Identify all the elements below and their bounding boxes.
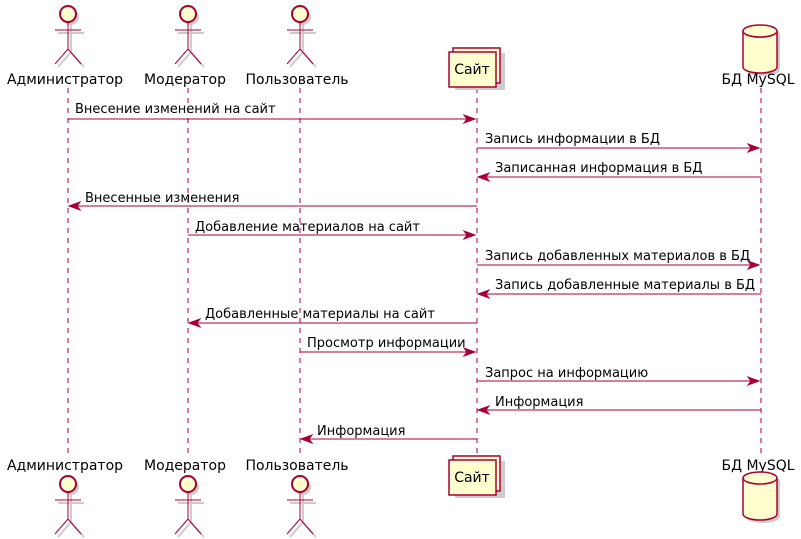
message-3-label: Записанная информация в БД [495, 161, 702, 176]
participant-site-top: Сайт [448, 47, 505, 90]
message-4: Внесенные изменения [67, 191, 477, 212]
message-4-label: Внесенные изменения [85, 191, 239, 206]
message-12-label: Информация [317, 424, 405, 439]
message-1-label: Внесение изменений на сайт [75, 102, 276, 117]
actor-admin-top [54, 5, 85, 68]
actor-admin-bottom [54, 475, 85, 538]
participant-db-label-top: БД MySQL [721, 72, 794, 88]
participant-moderator-label-bottom: Модератор [144, 458, 226, 474]
message-11-label: Информация [495, 395, 583, 410]
message-12: Информация [299, 424, 477, 445]
participant-user-label-bottom: Пользователь [245, 458, 348, 474]
message-6: Запись добавленных материалов в БД [477, 249, 761, 271]
participant-db-label-bottom: БД MySQL [721, 458, 794, 474]
message-11: Информация [476, 395, 761, 416]
message-5-label: Добавление материалов на сайт [195, 220, 420, 235]
message-8-label: Добавленные материалы на сайт [205, 307, 435, 322]
participant-site-label-bottom: Сайт [454, 470, 490, 486]
participant-site-label-top: Сайт [454, 62, 490, 78]
participant-moderator-label-top: Модератор [144, 72, 226, 88]
actor-moderator-top [174, 5, 205, 68]
message-2: Запись информации в БД [477, 132, 761, 154]
participant-admin-label-top: Администратор [7, 72, 123, 88]
actor-moderator-bottom [174, 475, 205, 538]
message-7: Запись добавленные материалы в БД [476, 278, 761, 300]
message-5: Добавление материалов на сайт [188, 220, 477, 241]
message-2-label: Запись информации в БД [485, 132, 660, 147]
participant-db-bottom [742, 471, 780, 523]
message-6-label: Запись добавленных материалов в БД [485, 249, 750, 264]
actor-user-bottom [286, 475, 317, 538]
participant-db-top [742, 24, 780, 76]
actor-user-top [286, 5, 317, 68]
participant-user-label-top: Пользователь [245, 72, 348, 88]
message-10-label: Запрос на информацию [485, 366, 648, 381]
message-8: Добавленные материалы на сайт [187, 307, 477, 329]
message-3: Записанная информация в БД [476, 161, 761, 183]
message-9: Просмотр информации [300, 336, 477, 358]
participant-admin-label-bottom: Администратор [7, 458, 123, 474]
message-1: Внесение изменений на сайт [68, 102, 477, 125]
message-7-label: Запись добавленные материалы в БД [495, 278, 755, 293]
message-9-label: Просмотр информации [307, 336, 466, 351]
message-10: Запрос на информацию [477, 366, 761, 387]
participant-site-bottom: Сайт [448, 455, 505, 498]
